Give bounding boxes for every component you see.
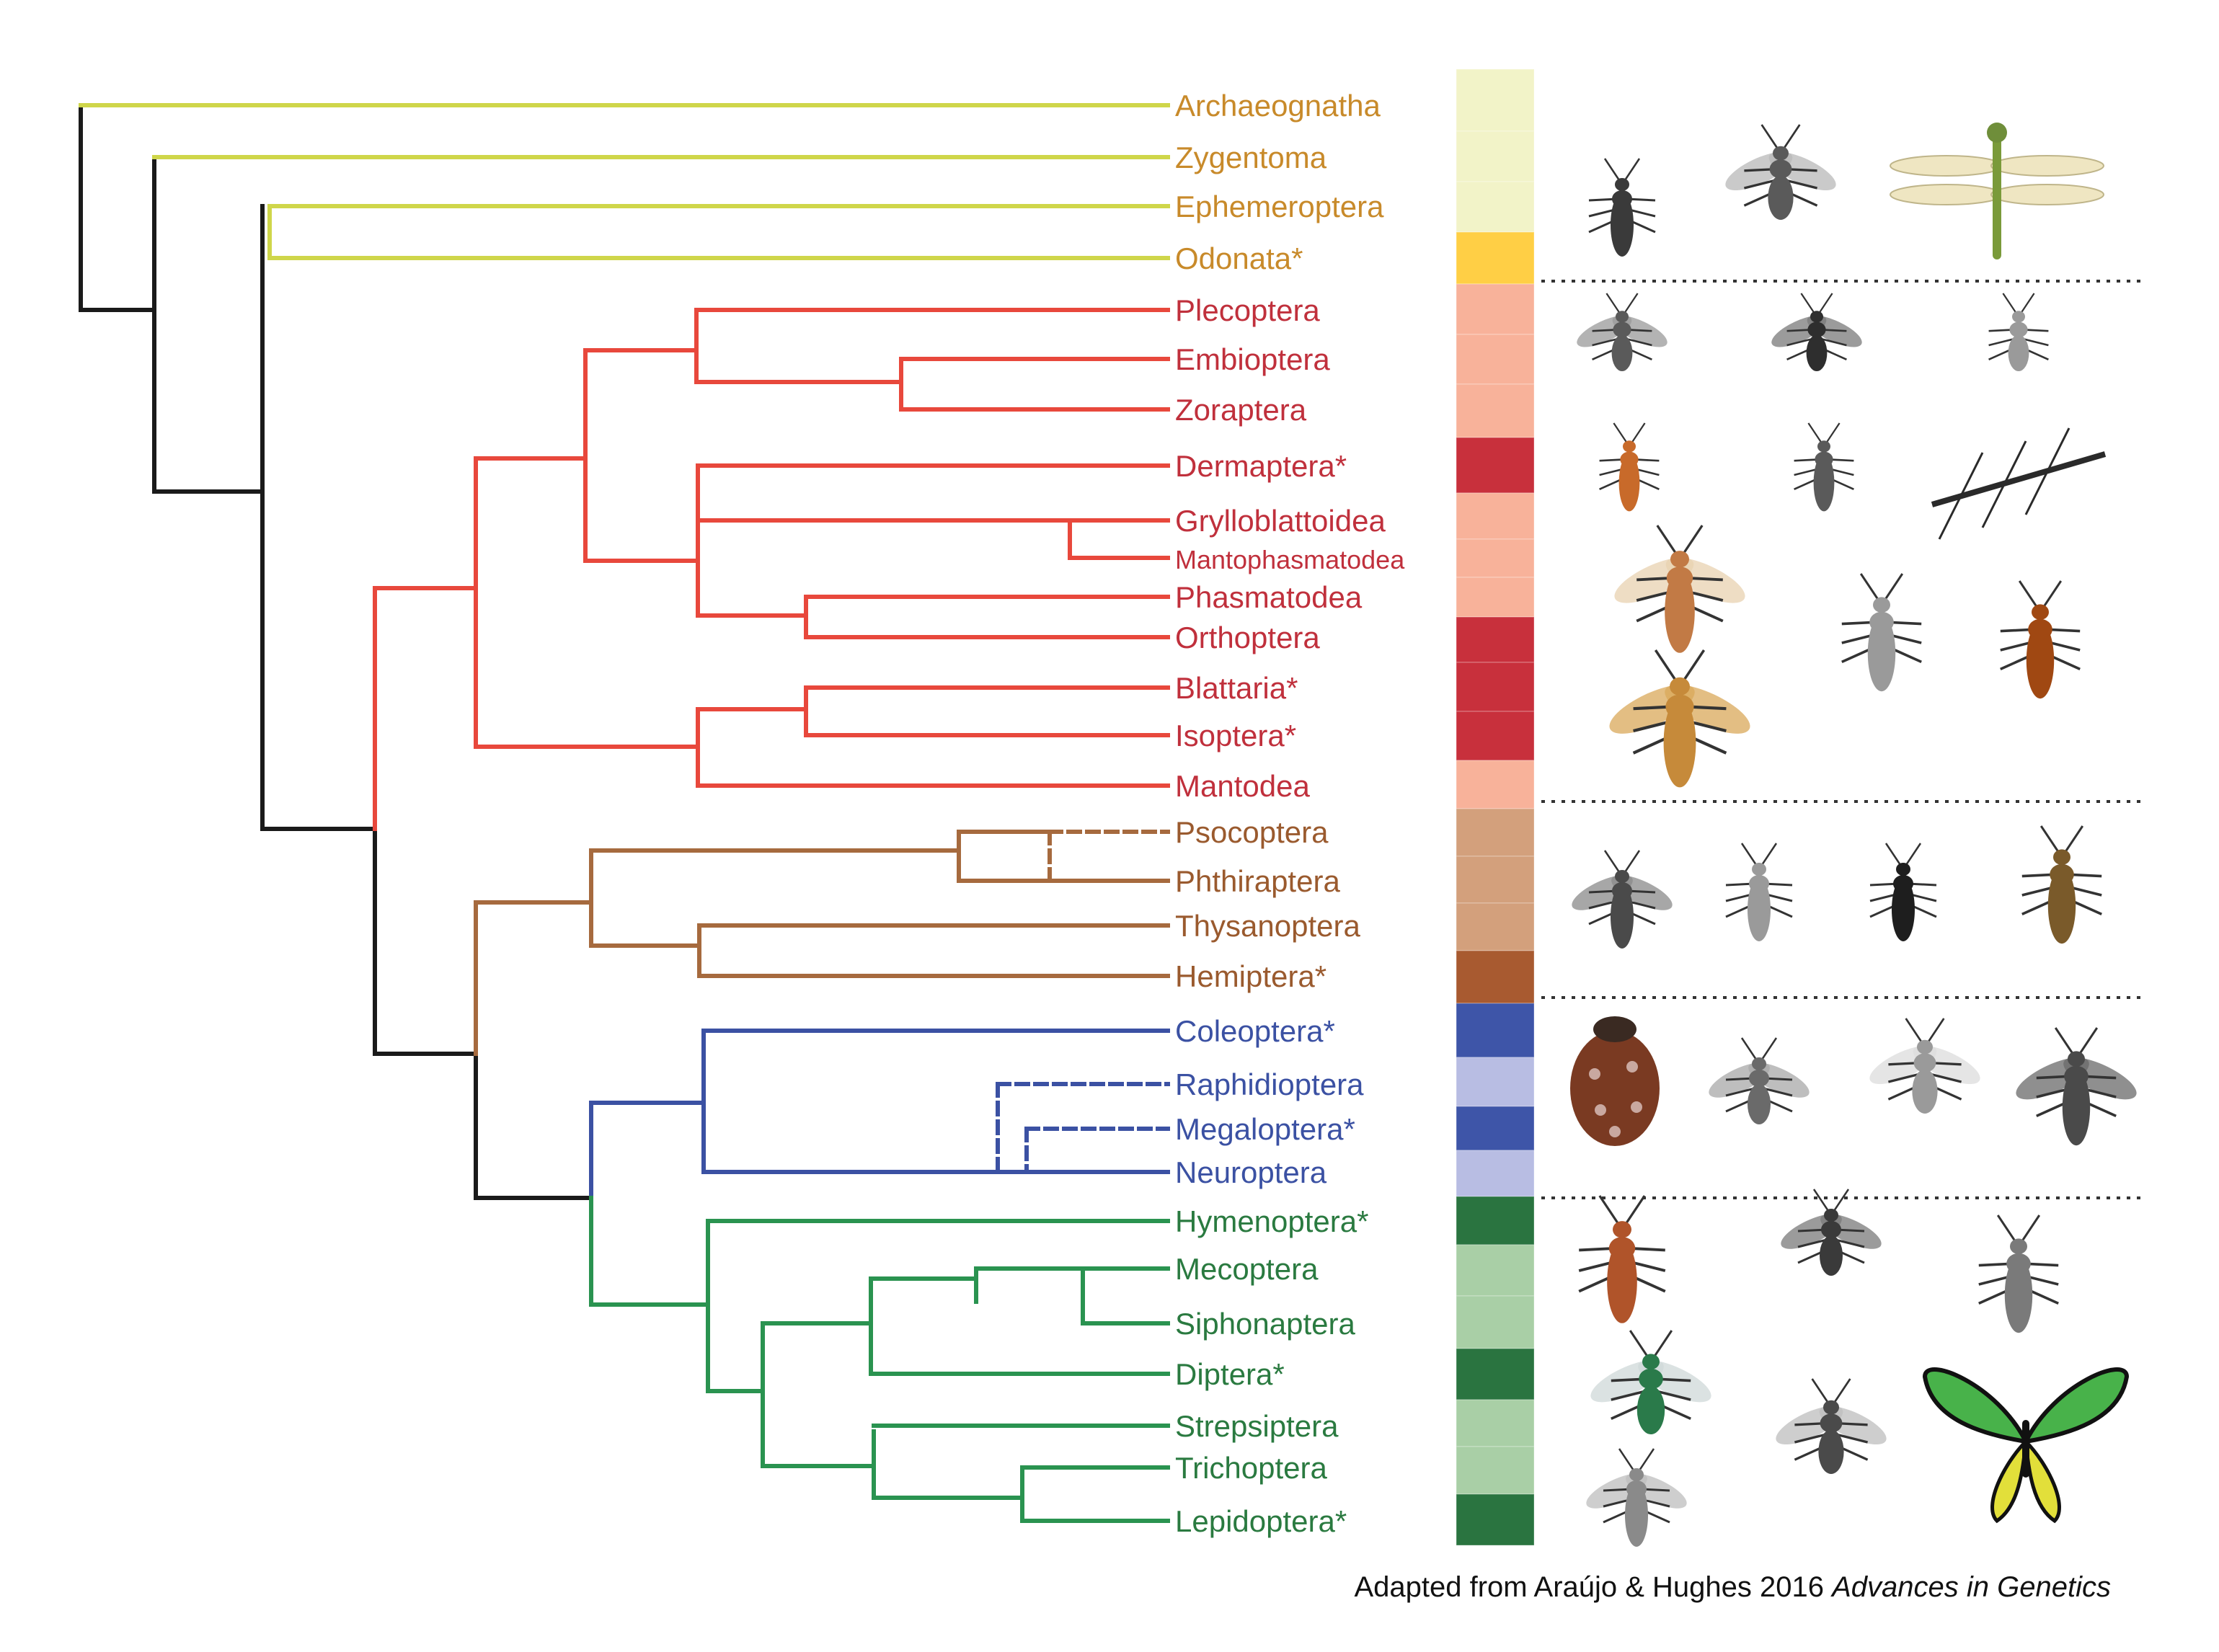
webspinner-icon	[1771, 293, 1862, 371]
order-color-box	[1456, 616, 1535, 663]
taxon-label: Diptera*	[1175, 1357, 1285, 1391]
dragonfly-icon	[1890, 123, 2104, 259]
taxon-label: Megaloptera*	[1175, 1112, 1355, 1146]
order-color-box	[1456, 1446, 1535, 1495]
order-color-box	[1456, 334, 1535, 385]
rock-crawler-icon	[1794, 422, 1854, 512]
termite-icon	[1614, 525, 1745, 653]
thrips-icon	[1869, 843, 1937, 941]
caption-prefix: Adapted from Araújo & Hughes 2016	[1354, 1571, 1833, 1603]
taxon-label: Zygentoma	[1175, 141, 1327, 174]
taxon-label: Grylloblattoidea	[1175, 504, 1386, 538]
taxon-label: Siphonaptera	[1175, 1307, 1356, 1341]
order-color-box	[1456, 1003, 1535, 1058]
silverfish-icon	[1588, 158, 1656, 257]
twisted-wing-insect-icon	[1776, 1378, 1887, 1474]
snakefly-icon	[1709, 1037, 1810, 1124]
order-color-box	[1456, 662, 1535, 712]
taxon-label: Odonata*	[1175, 241, 1303, 275]
order-color-box	[1456, 760, 1535, 809]
mantis-icon	[1841, 573, 1922, 692]
order-color-box	[1456, 1399, 1535, 1447]
order-color-box	[1456, 856, 1535, 904]
order-color-box	[1456, 711, 1535, 761]
order-color-box	[1456, 283, 1535, 335]
stonefly-icon	[1577, 293, 1667, 371]
fly-icon	[1590, 1330, 1711, 1434]
taxon-label: Neuroptera	[1175, 1155, 1327, 1189]
order-color-box	[1456, 538, 1535, 578]
insect-pictures	[1570, 123, 2137, 1547]
order-color-box	[1456, 130, 1535, 182]
barklouse-icon	[1572, 850, 1673, 949]
order-color-box	[1456, 383, 1535, 438]
order-color-box	[1456, 577, 1535, 618]
flea-icon	[1978, 1214, 2059, 1333]
taxon-label: Lepidoptera*	[1175, 1504, 1347, 1538]
order-color-box	[1456, 1244, 1535, 1297]
order-color-box	[1456, 1196, 1535, 1245]
taxon-label: Hymenoptera*	[1175, 1204, 1368, 1238]
ant-icon	[1578, 1195, 1666, 1323]
taxon-label: Phasmatodea	[1175, 580, 1363, 614]
order-color-box	[1456, 68, 1535, 132]
taxon-label: Psocoptera	[1175, 815, 1329, 849]
taxon-label: Strepsiptera	[1175, 1409, 1339, 1443]
dobsonfly-icon	[2016, 1027, 2137, 1146]
taxon-label: Embioptera	[1175, 342, 1330, 376]
tree-branches	[79, 103, 1170, 1523]
lacewing-icon	[1869, 1018, 1980, 1114]
taxon-label: Phthiraptera	[1175, 864, 1340, 898]
order-color-box	[1456, 1348, 1535, 1400]
order-color-box	[1456, 1295, 1535, 1349]
taxon-label: Hemiptera*	[1175, 959, 1326, 993]
taxon-label: Ephemeroptera	[1175, 190, 1384, 223]
caption-journal: Advances in Genetics	[1832, 1571, 2111, 1603]
stick-insect-icon	[1931, 427, 2107, 540]
order-color-box	[1456, 437, 1535, 494]
louse-icon	[1725, 843, 1793, 941]
source-caption: Adapted from Araújo & Hughes 2016 Advanc…	[1354, 1571, 2111, 1604]
mayfly-icon	[1725, 124, 1836, 220]
order-color-box	[1456, 1150, 1535, 1197]
taxon-label: Raphidioptera	[1175, 1067, 1364, 1101]
taxon-label: Mecoptera	[1175, 1252, 1319, 1286]
taxon-label: Isoptera*	[1175, 719, 1296, 752]
earwig-icon	[1599, 422, 1660, 512]
cockroach-icon	[2000, 580, 2081, 699]
taxon-label: Blattaria*	[1175, 671, 1298, 705]
order-color-box	[1456, 902, 1535, 951]
order-color-box	[1456, 492, 1535, 540]
taxon-label: Zoraptera	[1175, 393, 1307, 427]
order-color-column	[1456, 68, 1535, 1546]
order-color-box	[1456, 1057, 1535, 1107]
taxon-label: Thysanoptera	[1175, 909, 1360, 943]
butterfly-icon	[1922, 1367, 2130, 1524]
order-color-box	[1456, 1106, 1535, 1151]
taxon-label: Orthoptera	[1175, 621, 1320, 654]
taxon-label: Coleoptera*	[1175, 1014, 1335, 1048]
order-color-box	[1456, 1493, 1535, 1546]
order-color-box	[1456, 181, 1535, 233]
stink-bug-icon	[2021, 825, 2102, 944]
taxon-label: Plecoptera	[1175, 293, 1320, 327]
caddisfly-icon	[1586, 1448, 1687, 1547]
order-color-box	[1456, 808, 1535, 857]
scorpionfly-icon	[1781, 1189, 1882, 1276]
taxon-label: Mantophasmatodea	[1175, 545, 1405, 574]
zorapteran-icon	[1988, 293, 2049, 371]
grasshopper-icon	[1609, 649, 1750, 788]
order-color-box	[1456, 231, 1535, 285]
taxon-label: Dermaptera*	[1175, 449, 1347, 483]
taxon-label: Archaeognatha	[1175, 89, 1381, 123]
taxon-label: Mantodea	[1175, 769, 1310, 803]
order-color-box	[1456, 950, 1535, 1004]
taxon-label: Trichoptera	[1175, 1451, 1328, 1485]
taxon-labels: ArchaeognathaZygentomaEphemeropteraOdona…	[1175, 89, 1405, 1538]
ladybird-beetle-icon	[1570, 1016, 1660, 1146]
